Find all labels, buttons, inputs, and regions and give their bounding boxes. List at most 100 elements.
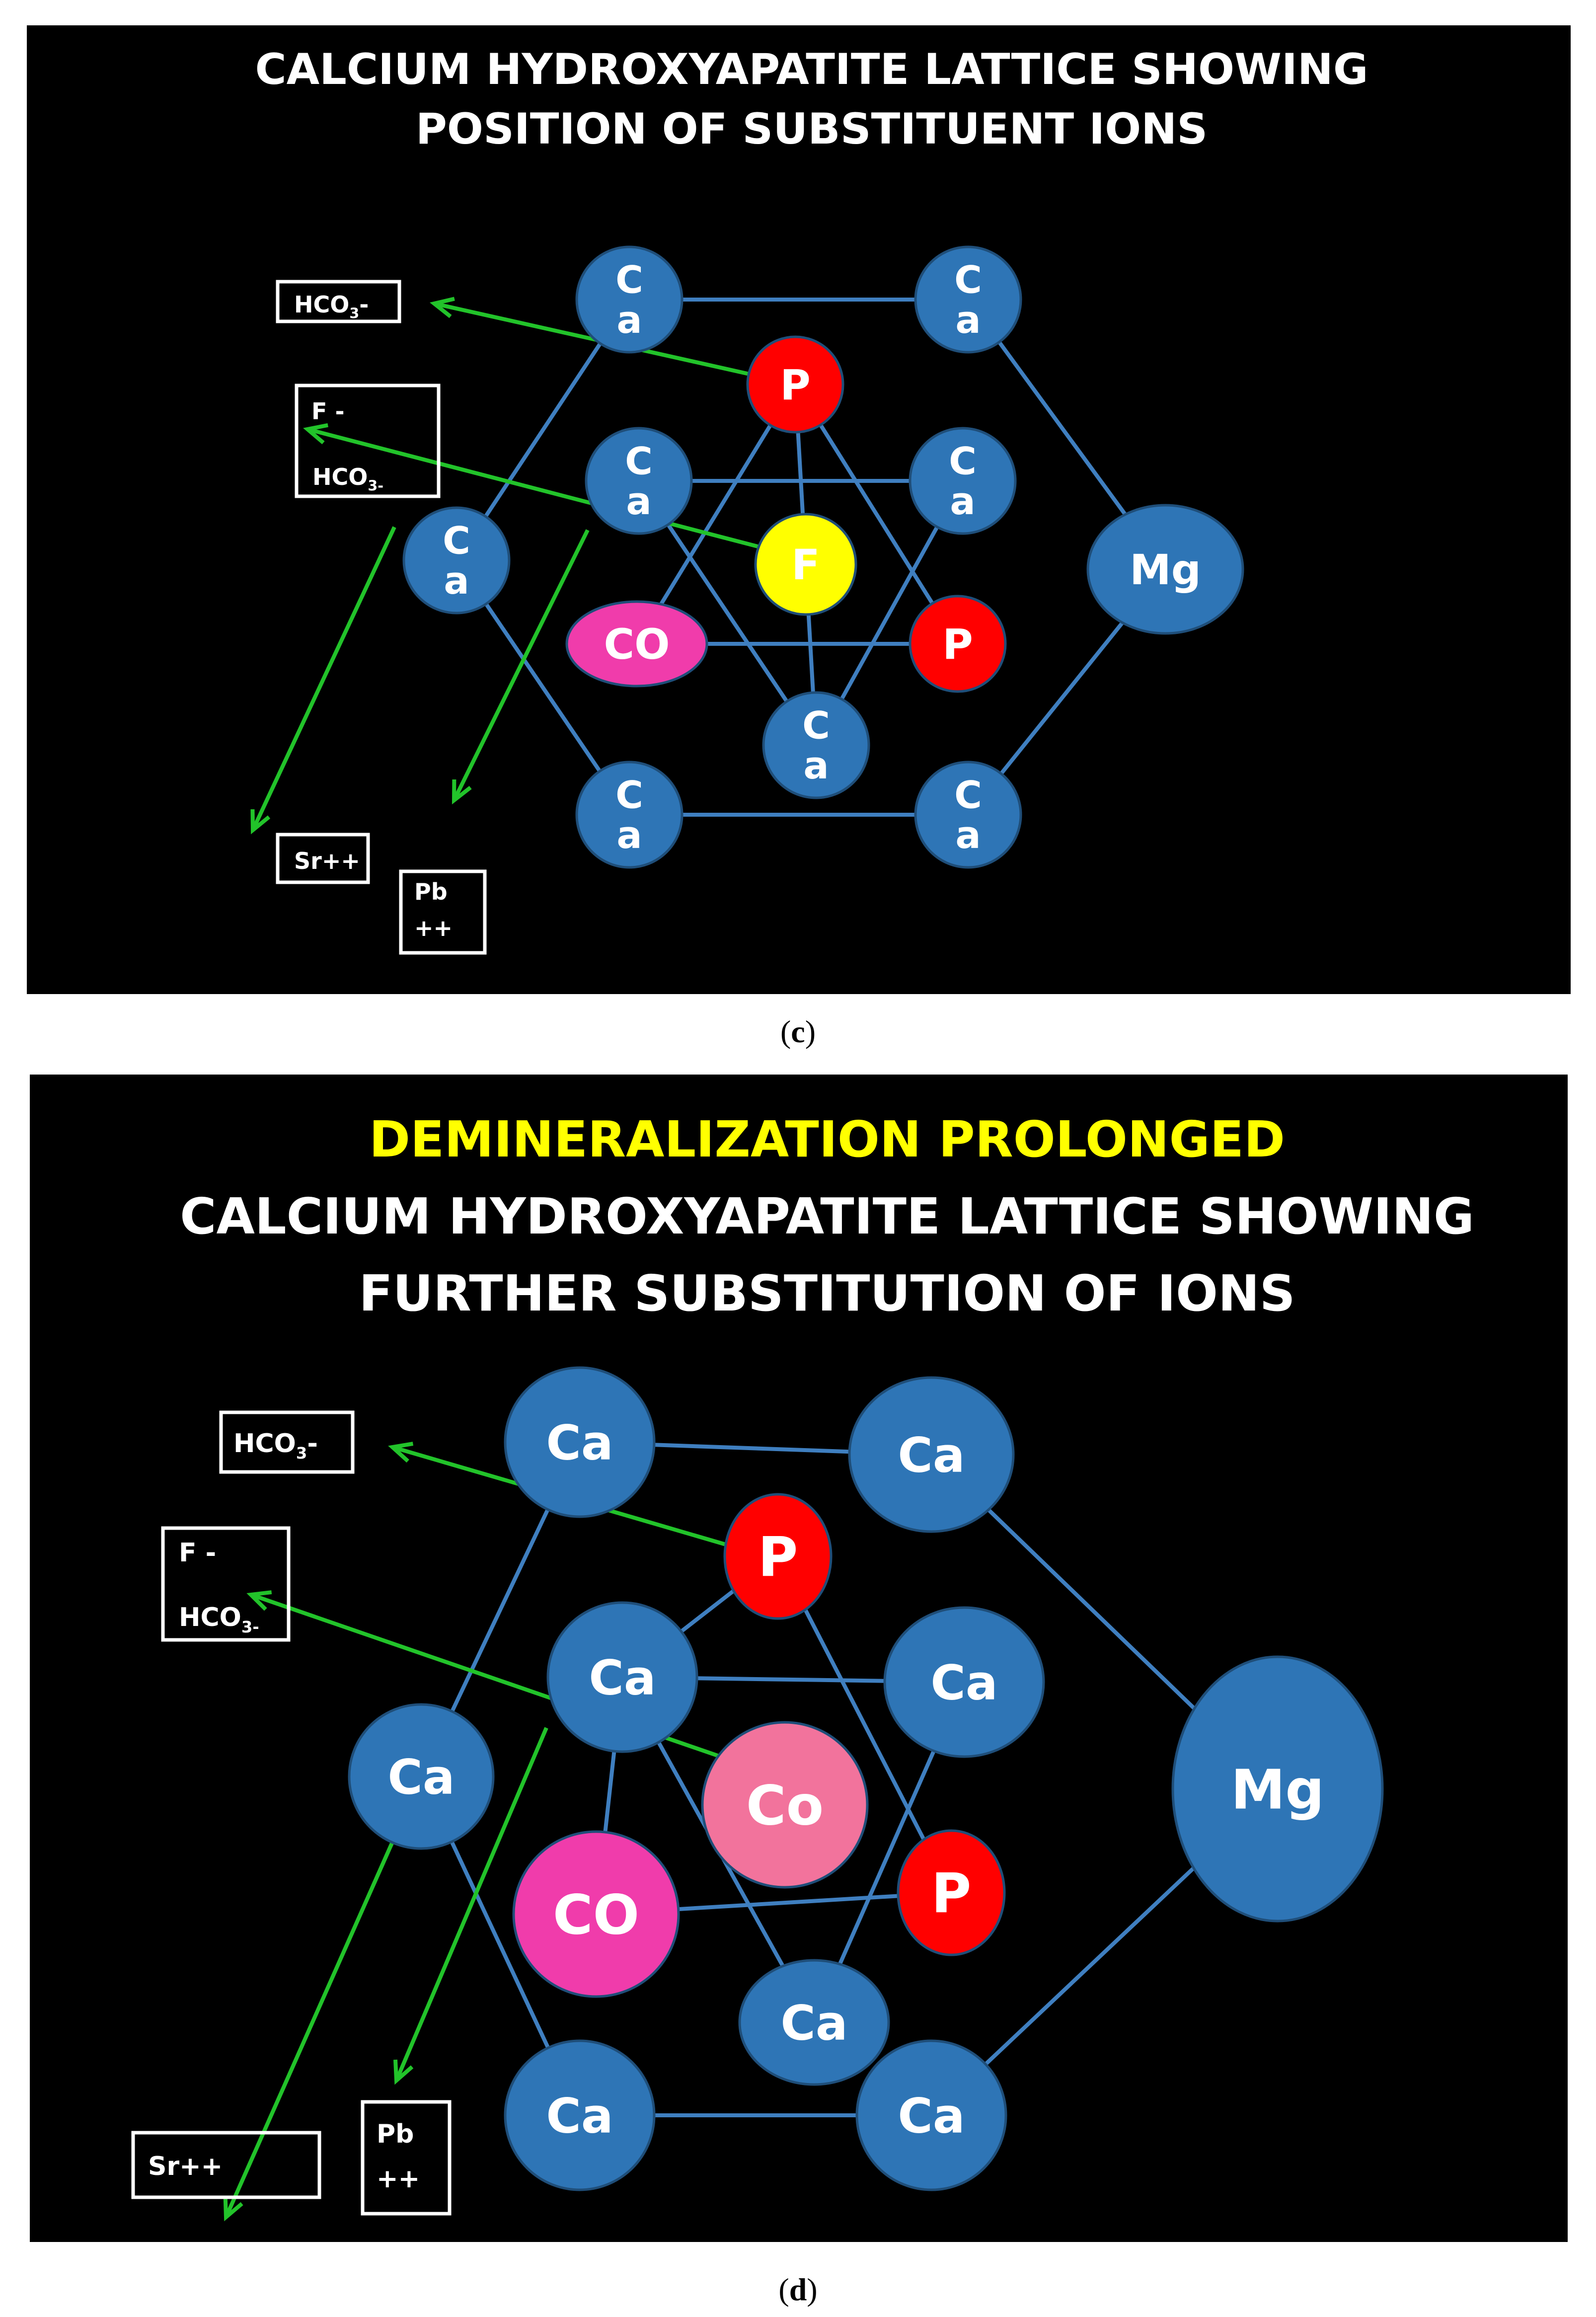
atom-label: P — [780, 361, 811, 409]
atom-label: C — [954, 772, 982, 817]
ion-box-f-hco3: F - HCO3- — [295, 384, 441, 498]
atom-label: P — [931, 1862, 972, 1926]
atom-p1: P — [723, 1493, 833, 1620]
atom-label: F — [791, 541, 820, 589]
substitution-arrow — [246, 1590, 760, 1772]
ion-label: F - — [179, 1538, 216, 1568]
substitution-arrow — [223, 1841, 394, 2222]
atom-label: a — [616, 298, 642, 342]
atom-label: a — [955, 298, 981, 342]
atom-ca3: Ca — [402, 506, 511, 615]
atom-co: CO — [512, 1830, 680, 1998]
atom-ca8: Ca — [855, 2039, 1007, 2191]
caption-c: (c) — [780, 1014, 816, 1049]
arrows — [250, 297, 790, 835]
lattice-diagram-d: DEMINERALIZATION PROLONGED CALCIUM HYDRO… — [131, 1110, 1474, 2222]
panel-d: DEMINERALIZATION PROLONGED CALCIUM HYDRO… — [30, 1075, 1568, 2242]
title-line-1: CALCIUM HYDROXYAPATITE LATTICE SHOWING — [255, 45, 1368, 94]
atom-p2: P — [897, 1829, 1006, 1956]
atom-label: a — [803, 743, 829, 787]
title-line-2: FURTHER SUBSTITUTION OF IONS — [359, 1264, 1295, 1322]
ion-label: ++ — [377, 2164, 420, 2194]
caption-letter: d — [789, 2272, 807, 2307]
arrows — [223, 1442, 760, 2222]
title-line-2: POSITION OF SUBSTITUENT IONS — [416, 104, 1208, 154]
atom-label: Ca — [780, 1996, 847, 2051]
title-highlight: DEMINERALIZATION PROLONGED — [369, 1110, 1285, 1168]
atom-ca4: Ca — [546, 1601, 698, 1753]
atom-label: P — [942, 620, 973, 669]
atom-label: Mg — [1130, 545, 1201, 594]
atom-ca4: Ca — [585, 427, 693, 535]
ion-label: Pb — [377, 2119, 414, 2149]
ion-box-pb: Pb ++ — [361, 2100, 452, 2216]
atom-label: a — [626, 479, 651, 523]
ion-boxes: HCO3- F - HCO3- Sr++ Pb ++ — [276, 280, 487, 955]
caption-d: (d) — [778, 2272, 818, 2307]
substitution-arrow — [452, 529, 590, 805]
atom-cobalt: Co — [701, 1721, 869, 1889]
atom-label: a — [616, 813, 642, 857]
atom-label: Ca — [898, 2088, 965, 2144]
atom-mg: Mg — [1171, 1655, 1384, 1923]
atom-label: a — [955, 813, 981, 857]
atom-label: C — [954, 257, 982, 302]
atom-label: CO — [553, 1883, 639, 1947]
ion-label: Sr++ — [294, 848, 360, 874]
atom-ca7: Ca — [575, 761, 684, 869]
title-line-1: CALCIUM HYDROXYAPATITE LATTICE SHOWING — [180, 1187, 1474, 1245]
bond-p1-co — [635, 383, 797, 645]
atom-ca2: Ca — [848, 1376, 1015, 1533]
ion-boxes: HCO3- F -HCO3- Sr++ Pb ++ — [131, 1410, 452, 2216]
atom-ca1: Ca — [504, 1366, 656, 1518]
lattice-diagram-c: CALCIUM HYDROXYAPATITE LATTICE SHOWING P… — [250, 45, 1368, 955]
ion-box-sr: Sr++ — [131, 2131, 321, 2199]
atom-co: CO — [565, 600, 708, 688]
atom-mg: Mg — [1086, 504, 1244, 635]
caption-letter: c — [791, 1014, 805, 1049]
atom-ca3: Ca — [348, 1703, 495, 1850]
atom-ca7: Ca — [504, 2039, 656, 2191]
atom-label: a — [444, 558, 469, 603]
atom-label: Mg — [1231, 1758, 1324, 1822]
substitution-arrow — [393, 1727, 548, 2085]
atom-ca1: Ca — [575, 245, 684, 354]
atom-p1: P — [746, 335, 844, 434]
atom-ca5: Ca — [909, 427, 1017, 535]
ion-label: HCO3- — [312, 463, 383, 494]
atom-ca6: Ca — [762, 691, 870, 799]
atom-p2: P — [909, 595, 1007, 693]
atom-label: C — [615, 257, 643, 302]
atom-label: Ca — [387, 1750, 455, 1805]
atom-ca8: Ca — [914, 761, 1022, 869]
atom-label: C — [625, 439, 653, 483]
ion-box-pb: Pb ++ — [399, 869, 487, 955]
atom-label: Ca — [589, 1650, 656, 1706]
atom-label: Ca — [546, 1415, 613, 1471]
atom-ca2: Ca — [914, 245, 1022, 354]
atom-label: Ca — [930, 1655, 997, 1711]
ion-label: ++ — [414, 915, 453, 941]
atom-label: C — [443, 518, 470, 562]
ion-box-f-hco3: F -HCO3- — [161, 1526, 291, 1642]
ion-box-hco3: HCO3- — [219, 1410, 355, 1474]
ion-label: HCO3- — [233, 1429, 318, 1463]
atom-label: CO — [604, 620, 670, 669]
bond-p1-p2 — [793, 383, 960, 645]
ion-box-hco3: HCO3- — [276, 280, 401, 323]
atom-label: Ca — [546, 2088, 613, 2144]
ion-label: Pb — [414, 878, 448, 905]
substitution-arrow — [250, 526, 396, 835]
atom-label: P — [758, 1526, 798, 1589]
atom-f: F — [754, 513, 857, 616]
bond-p1-p2 — [776, 1555, 953, 1894]
atom-label: C — [615, 772, 643, 817]
ion-box-sr: Sr++ — [276, 833, 370, 884]
atom-label: C — [949, 439, 977, 483]
atom-ca5: Ca — [883, 1606, 1045, 1758]
ion-label: F - — [311, 398, 345, 425]
panel-c: CALCIUM HYDROXYAPATITE LATTICE SHOWING P… — [27, 25, 1571, 994]
atom-label: C — [802, 703, 830, 747]
